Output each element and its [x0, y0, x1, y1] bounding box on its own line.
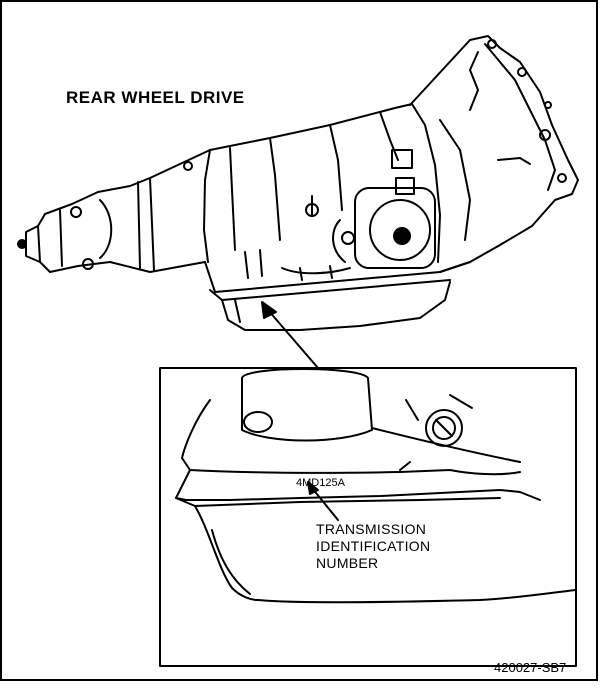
figure-code: 420027-SB7 — [494, 660, 567, 675]
oil-pan — [204, 261, 471, 331]
main-case — [203, 103, 441, 279]
callout-line: NUMBER — [316, 555, 379, 571]
extension-housing — [17, 149, 211, 273]
detail-inset-box — [159, 367, 577, 667]
inset-leader-arrow — [261, 301, 319, 369]
governor-cover — [305, 149, 436, 269]
inset-pan-detail — [175, 368, 577, 604]
callout-line: TRANSMISSION — [316, 521, 427, 537]
pan-id-code: 4MD125A — [296, 477, 345, 489]
figure-title: REAR WHEEL DRIVE — [66, 88, 245, 107]
figure-frame — [0, 0, 598, 681]
callout-line: IDENTIFICATION — [316, 538, 431, 554]
callout-label: TRANSMISSION IDENTIFICATION NUMBER — [316, 521, 430, 572]
bell-housing — [409, 35, 579, 273]
